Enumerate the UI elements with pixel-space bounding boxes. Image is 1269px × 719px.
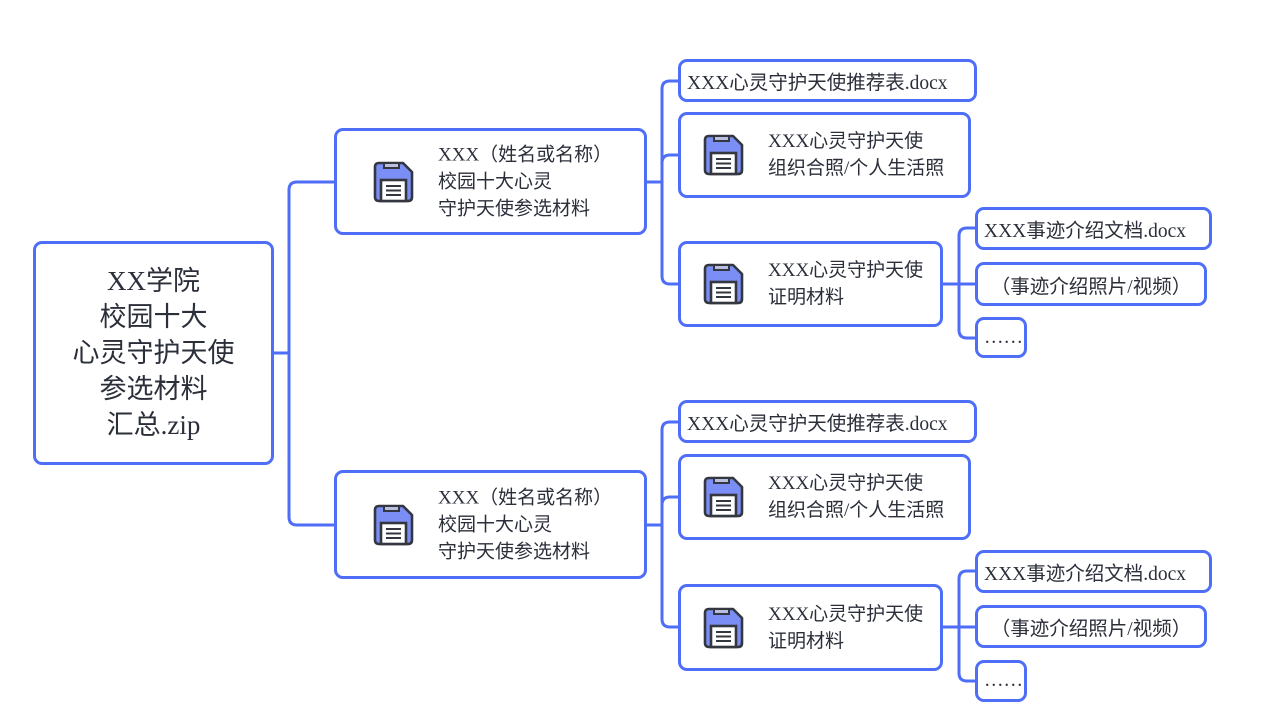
more-items-node[interactable]: …… [975,660,1027,702]
group-photo-node[interactable]: XXX心灵守护天使 组织合照/个人生活照 [678,112,971,198]
node-label-line: XXX（姓名或名称） [438,487,613,508]
node-label-line: 组织合照/个人生活照 [768,158,945,179]
node-label: …… [984,326,1023,348]
candidate-folder-node[interactable]: XXX（姓名或名称） 校园十大心灵 守护天使参选材料 [334,128,647,235]
node-label: （事迹介绍照片/视频） [990,619,1192,640]
node-label: …… [984,670,1023,691]
node-label: XXX心灵守护天使 证明材料 [768,601,923,655]
deeds-media-node[interactable]: （事迹介绍照片/视频） [975,262,1207,306]
root-line: 参选材料 [99,374,208,404]
floppy-disk-icon [701,606,745,650]
node-label-line: 校园十大心灵 [438,514,553,535]
deeds-media-node[interactable]: （事迹介绍照片/视频） [975,605,1207,648]
node-label: XXX心灵守护天使推荐表.docx [687,414,948,435]
floppy-disk-icon [701,475,745,519]
root-node[interactable]: XX学院 校园十大 心灵守护天使 参选材料 汇总.zip [33,241,274,465]
connector-root-branches [287,180,336,527]
floppy-disk-icon [371,503,415,547]
node-label-line: XXX心灵守护天使 [768,473,924,494]
root-line: 汇总.zip [106,410,201,440]
root-line: XX学院 [107,266,200,296]
node-label-line: 证明材料 [768,287,845,308]
recommendation-form-node[interactable]: XXX心灵守护天使推荐表.docx [678,59,977,102]
node-label: XXX心灵守护天使推荐表.docx [687,73,948,94]
proof-materials-node[interactable]: XXX心灵守护天使 证明材料 [678,241,943,327]
node-label: XXX心灵守护天使 组织合照/个人生活照 [768,470,944,524]
node-label-line: 组织合照/个人生活照 [768,500,945,521]
connector-branch1-children [660,79,680,286]
candidate-folder-node[interactable]: XXX（姓名或名称） 校园十大心灵 守护天使参选材料 [334,470,647,579]
node-label: XXX事迹介绍文档.docx [984,221,1187,242]
deeds-document-node[interactable]: XXX事迹介绍文档.docx [975,550,1212,593]
node-label: XXX（姓名或名称） 校园十大心灵 守护天使参选材料 [438,141,612,222]
node-label: （事迹介绍照片/视频） [990,276,1192,298]
root-line: 心灵守护天使 [72,338,235,368]
deeds-document-node[interactable]: XXX事迹介绍文档.docx [975,207,1212,250]
node-label: XXX心灵守护天使 证明材料 [768,257,923,311]
floppy-disk-icon [371,160,415,204]
floppy-disk-icon [701,262,745,306]
node-label-line: XXX心灵守护天使 [768,603,924,625]
group-photo-node[interactable]: XXX心灵守护天使 组织合照/个人生活照 [678,454,971,540]
node-label-line: 校园十大心灵 [438,171,553,192]
node-label: XXX事迹介绍文档.docx [984,564,1187,585]
node-label-line: 守护天使参选材料 [438,198,591,219]
node-label-line: 守护天使参选材料 [438,541,591,562]
proof-materials-node[interactable]: XXX心灵守护天使 证明材料 [678,584,943,671]
floppy-disk-icon [701,133,745,177]
connector-branch1-photo [660,153,680,165]
node-label: XXX（姓名或名称） 校园十大心灵 守护天使参选材料 [438,484,612,565]
node-label-line: XXX（姓名或名称） [438,144,613,165]
recommendation-form-node[interactable]: XXX心灵守护天使推荐表.docx [678,400,977,443]
connector-branch2-photo [660,495,680,507]
node-label-line: XXX心灵守护天使 [768,131,924,152]
more-items-node[interactable]: …… [975,317,1027,358]
node-label-line: XXX心灵守护天使 [768,260,924,281]
root-line: 校园十大 [99,302,208,332]
connector-branch2-children [660,420,680,629]
node-label-line: 证明材料 [768,630,845,652]
node-label: XXX心灵守护天使 组织合照/个人生活照 [768,128,944,182]
